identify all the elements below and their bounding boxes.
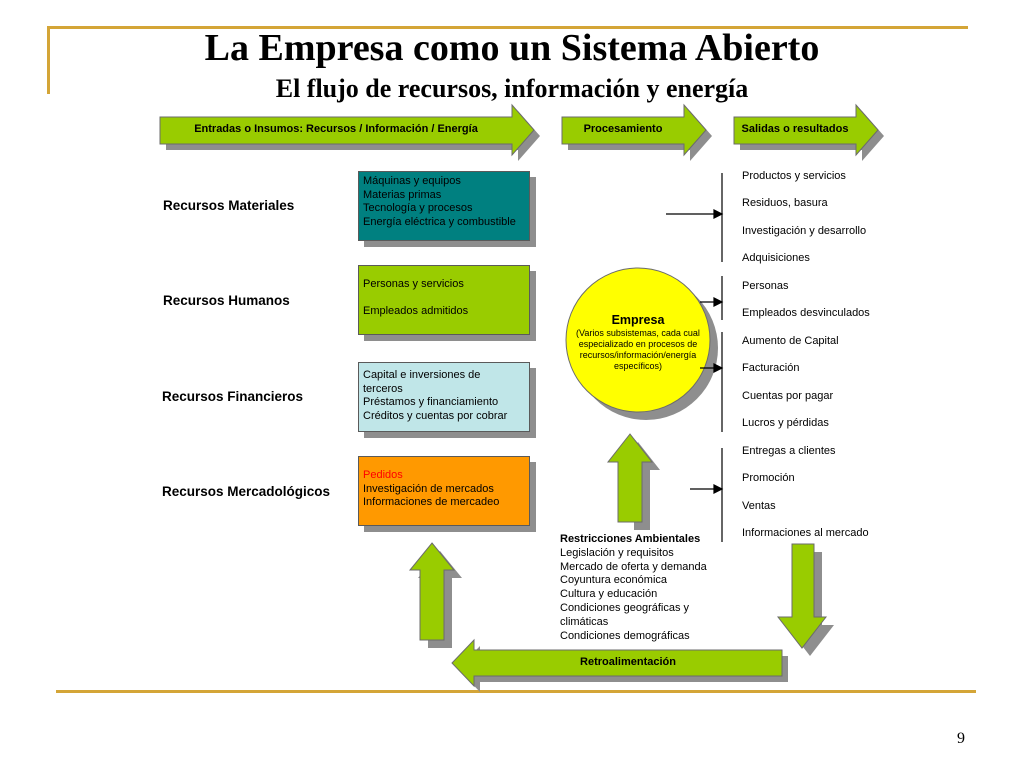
empresa-title: Empresa — [611, 313, 665, 327]
output-item: Empleados desvinculados — [742, 307, 870, 319]
resource-label-marketing: Recursos Mercadológicos — [162, 484, 331, 499]
resource-label-financial: Recursos Financieros — [162, 389, 304, 404]
output-item: Residuos, basura — [742, 197, 828, 209]
materials-item: Tecnología y procesos — [363, 202, 473, 214]
inputs-arrow — [159, 103, 540, 161]
page-number: 9 — [957, 730, 965, 747]
output-item: Entregas a clientes — [742, 445, 836, 457]
output-item: Aumento de Capital — [742, 335, 839, 347]
human-box: Personas y servicios Empleados admitidos — [358, 265, 530, 335]
outputs-arrow-label: Salidas o resultados — [741, 123, 849, 135]
environment-list: Restricciones Ambientales Legislación y … — [560, 533, 707, 643]
outputs-down-arrow — [776, 543, 834, 656]
human-item: Personas y servicios — [363, 278, 464, 290]
slide-subtitle: El flujo de recursos, información y ener… — [275, 74, 749, 103]
empresa-circle — [565, 267, 718, 420]
processing-arrow-label: Procesamiento — [583, 123, 663, 135]
marketing-item-orders: Pedidos — [363, 469, 403, 481]
left-gold-line — [47, 26, 50, 94]
feedback-up-arrow — [408, 542, 462, 648]
output-item: Lucros y pérdidas — [742, 417, 829, 429]
output-item: Cuentas por pagar — [742, 390, 834, 402]
top-gold-line — [47, 26, 968, 29]
financial-item: Capital e inversiones de — [363, 369, 481, 381]
financial-box: Capital e inversiones de terceros Présta… — [358, 362, 530, 432]
output-item: Adquisiciones — [742, 252, 810, 264]
materials-item: Energía eléctrica y combustible — [363, 215, 516, 228]
resource-label-materials: Recursos Materiales — [163, 198, 295, 213]
marketing-box: Pedidos Investigación de mercados Inform… — [358, 456, 530, 526]
environment-up-arrow — [606, 433, 660, 530]
environment-item: Coyuntura económica — [560, 574, 668, 587]
materials-box: Máquinas y equipos Materias primas Tecno… — [358, 171, 530, 241]
materials-item: Máquinas y equipos — [363, 175, 461, 187]
resource-label-human: Recursos Humanos — [163, 293, 290, 308]
output-item: Facturación — [742, 362, 800, 374]
output-brackets — [666, 173, 724, 542]
inputs-arrow-label: Entradas o Insumos: Recursos / Informaci… — [194, 123, 478, 135]
environment-title: Restricciones Ambientales — [560, 533, 701, 545]
marketing-item: Informaciones de mercadeo — [363, 496, 500, 508]
output-item: Promoción — [742, 472, 795, 484]
processing-arrow — [561, 103, 712, 161]
materials-item: Materias primas — [363, 188, 442, 201]
outputs-arrow — [733, 103, 884, 161]
feedback-arrow-label: Retroalimentación — [580, 656, 676, 668]
human-item: Empleados admitidos — [363, 304, 469, 317]
empresa-description: (Varios subsistemas, cada cual especiali… — [576, 328, 700, 371]
marketing-item: Investigación de mercados — [363, 482, 494, 495]
financial-item: Créditos y cuentas por cobrar — [363, 409, 508, 422]
environment-item: Condiciones demográficas — [560, 629, 690, 642]
output-item: Informaciones al mercado — [742, 527, 869, 539]
financial-item: Préstamos y financiamiento — [363, 396, 499, 408]
environment-item: Condiciones geográficas y — [560, 601, 690, 614]
output-item: Productos y servicios — [742, 170, 846, 182]
bottom-gold-line — [56, 690, 976, 693]
feedback-arrow — [451, 638, 788, 692]
financial-item: terceros — [363, 382, 403, 395]
environment-item: Legislación y requisitos — [560, 546, 674, 559]
output-item: Ventas — [742, 500, 776, 512]
environment-item: climáticas — [560, 615, 609, 628]
environment-item: Mercado de oferta y demanda — [560, 560, 707, 573]
slide-title: La Empresa como un Sistema Abierto — [204, 27, 820, 69]
output-item: Personas — [742, 280, 789, 292]
output-item: Investigación y desarrollo — [742, 225, 867, 237]
environment-item: Cultura y educación — [560, 588, 658, 601]
